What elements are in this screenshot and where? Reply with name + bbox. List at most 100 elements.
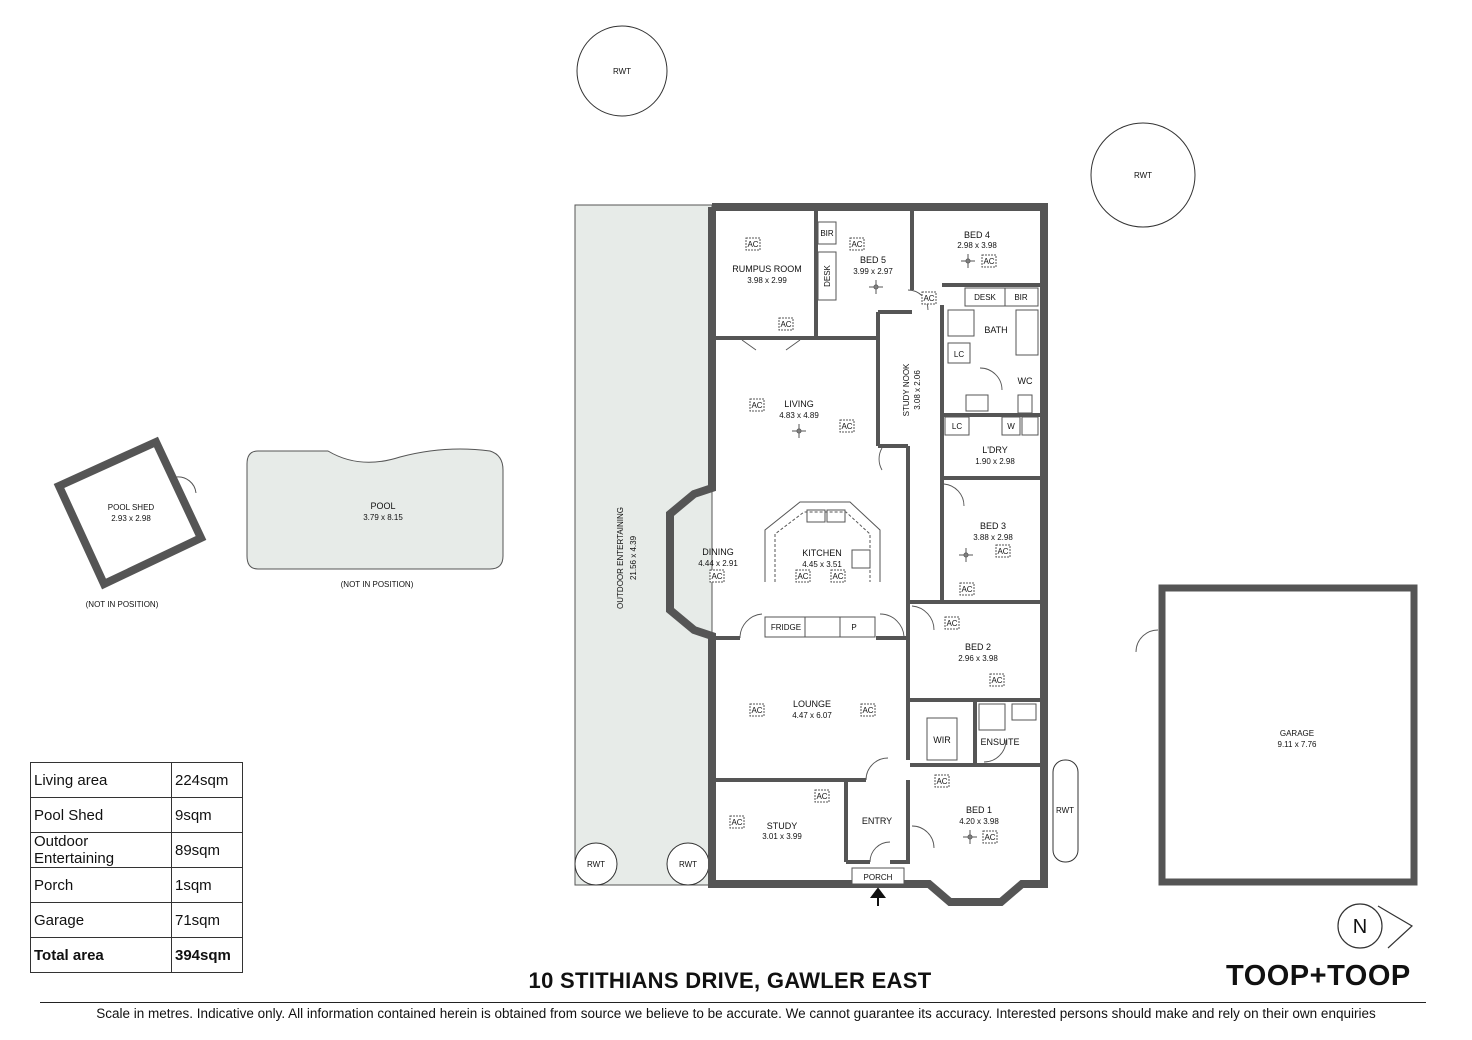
svg-text:AC: AC: [997, 547, 1008, 556]
svg-text:RWT: RWT: [613, 67, 631, 76]
area-value: 224sqm: [171, 762, 243, 798]
door-swings: [739, 289, 1007, 863]
svg-text:AC: AC: [936, 777, 947, 786]
svg-text:3.08 x 2.06: 3.08 x 2.06: [913, 370, 922, 410]
ac-unit: AC: [921, 291, 937, 305]
ac-unit: AC: [709, 569, 725, 583]
pool-shed: POOL SHED 2.93 x 2.98 (NOT IN POSITION): [53, 436, 207, 609]
bed5-bir-desk: BIR DESK: [817, 221, 837, 301]
svg-text:2.93 x 2.98: 2.93 x 2.98: [111, 514, 151, 523]
svg-text:STUDY: STUDY: [767, 821, 798, 831]
ac-unit: AC: [860, 703, 876, 717]
area-value: 394sqm: [171, 937, 243, 973]
compass-letter: N: [1353, 916, 1367, 938]
svg-text:RUMPUS ROOM: RUMPUS ROOM: [732, 264, 802, 274]
house-interior-walls: [716, 210, 1040, 864]
svg-text:STUDY NOOK: STUDY NOOK: [902, 363, 911, 416]
svg-text:AC: AC: [751, 401, 762, 410]
area-label: Total area: [30, 937, 172, 973]
svg-text:AC: AC: [984, 833, 995, 842]
fan-icon: [963, 830, 977, 844]
area-label: Pool Shed: [30, 797, 172, 833]
bed4-desk-bir: DESK BIR: [964, 287, 1039, 307]
svg-text:DINING: DINING: [702, 547, 734, 557]
svg-text:AC: AC: [841, 422, 852, 431]
bath-fixtures: LC: [947, 309, 1039, 414]
svg-text:POOL SHED: POOL SHED: [108, 503, 155, 512]
svg-text:LC: LC: [952, 422, 962, 431]
svg-text:BED 5: BED 5: [860, 255, 886, 265]
svg-text:DESK: DESK: [974, 293, 996, 302]
area-label: Living area: [30, 762, 172, 798]
svg-text:LIVING: LIVING: [784, 399, 814, 409]
svg-text:AC: AC: [832, 572, 843, 581]
svg-text:AC: AC: [731, 818, 742, 827]
svg-text:AC: AC: [991, 676, 1002, 685]
svg-text:2.96 x 3.98: 2.96 x 3.98: [958, 654, 998, 663]
ac-unit: AC: [745, 237, 761, 251]
ac-unit: AC: [749, 703, 765, 717]
svg-text:RWT: RWT: [1134, 171, 1152, 180]
ac-unit: AC: [729, 815, 745, 829]
svg-text:DESK: DESK: [823, 264, 832, 286]
svg-text:AC: AC: [923, 294, 934, 303]
svg-text:AC: AC: [816, 792, 827, 801]
ac-unit: AC: [839, 419, 855, 433]
area-value: 89sqm: [171, 832, 243, 868]
svg-text:GARAGE: GARAGE: [1280, 729, 1314, 738]
ensuite-fixtures: [926, 703, 1037, 761]
svg-text:ENSUITE: ENSUITE: [980, 737, 1019, 747]
svg-text:WC: WC: [1018, 376, 1033, 386]
property-address: 10 STITHIANS DRIVE, GAWLER EAST: [528, 968, 932, 993]
svg-text:(NOT IN POSITION): (NOT IN POSITION): [86, 600, 159, 609]
svg-text:AC: AC: [797, 572, 808, 581]
area-label: Porch: [30, 867, 172, 903]
fan-icon: [961, 254, 975, 268]
porch: PORCH: [851, 867, 905, 906]
ac-unit: AC: [795, 569, 811, 583]
fan-icon: [959, 548, 973, 562]
ac-unit: AC: [814, 789, 830, 803]
svg-text:BATH: BATH: [984, 325, 1007, 335]
ac-unit: AC: [849, 237, 865, 251]
brand-logo: TOOP+TOOP: [1226, 960, 1411, 992]
pool: POOL 3.79 x 8.15 (NOT IN POSITION): [246, 448, 504, 589]
kitchen-back-bench: FRIDGE P: [764, 616, 876, 638]
svg-text:2.98 x 3.98: 2.98 x 3.98: [957, 241, 997, 250]
ac-unit: AC: [959, 582, 975, 596]
svg-text:AC: AC: [780, 320, 791, 329]
ac-units: AC AC AC AC AC AC AC AC AC AC AC AC AC A…: [709, 237, 1011, 844]
svg-text:AC: AC: [862, 706, 873, 715]
svg-text:RWT: RWT: [1056, 806, 1074, 815]
svg-text:LC: LC: [954, 350, 964, 359]
ac-unit: AC: [995, 544, 1011, 558]
svg-text:P: P: [851, 623, 856, 632]
footer-divider: [40, 1002, 1426, 1003]
ac-unit: AC: [934, 774, 950, 788]
svg-text:3.98 x 2.99: 3.98 x 2.99: [747, 276, 787, 285]
svg-text:3.88 x 2.98: 3.88 x 2.98: [973, 533, 1013, 542]
area-value: 1sqm: [171, 867, 243, 903]
area-label: Garage: [30, 902, 172, 938]
svg-text:AC: AC: [983, 257, 994, 266]
fan-icon: [792, 424, 806, 438]
ac-unit: AC: [944, 616, 960, 630]
svg-text:BED 1: BED 1: [966, 805, 992, 815]
svg-text:4.47 x 6.07: 4.47 x 6.07: [792, 711, 832, 720]
svg-text:L'DRY: L'DRY: [982, 445, 1008, 455]
svg-text:3.79 x 8.15: 3.79 x 8.15: [363, 513, 403, 522]
svg-text:1.90 x 2.98: 1.90 x 2.98: [975, 457, 1015, 466]
ac-unit: AC: [981, 254, 997, 268]
svg-text:AC: AC: [851, 240, 862, 249]
svg-text:4.83 x 4.89: 4.83 x 4.89: [779, 411, 819, 420]
svg-text:BED 3: BED 3: [980, 521, 1006, 531]
ac-unit: AC: [989, 673, 1005, 687]
svg-text:WIR: WIR: [933, 735, 951, 745]
ac-unit: AC: [778, 317, 794, 331]
ac-unit: AC: [982, 830, 998, 844]
svg-text:(NOT IN POSITION): (NOT IN POSITION): [341, 580, 414, 589]
svg-text:W: W: [1007, 422, 1015, 431]
